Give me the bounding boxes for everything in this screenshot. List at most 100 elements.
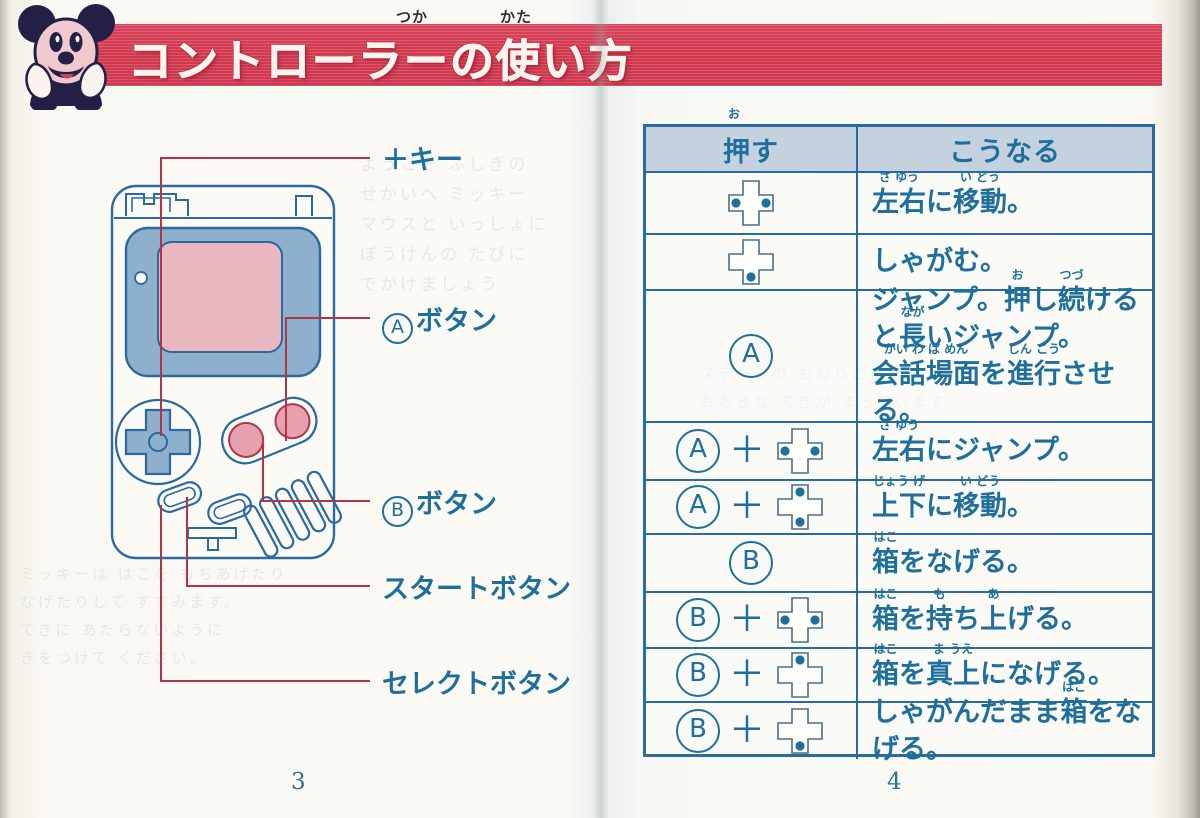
furigana: なが — [900, 304, 925, 319]
leader-line-dpad-horizontal — [160, 157, 370, 159]
result-line: しゃがんだままはこ箱をなげる。 — [872, 679, 1152, 769]
title-furigana-tsuka: つか — [396, 8, 429, 26]
result-line: じょう げ上下にい どう移動。 — [872, 474, 1034, 525]
ruby-group: い どう移動 — [953, 474, 1007, 523]
table-row: B＋ しゃがんだままはこ箱をなげる。 — [646, 680, 1152, 765]
a-button-icon: A — [675, 485, 720, 529]
game-boy-illustration — [96, 180, 366, 570]
dpad-icon — [777, 708, 823, 754]
plain-text: し — [1031, 284, 1059, 316]
bleed-through-text-center: ミッキーは はこを もちあげたりなげたりして すすみます。てきに あたらないよう… — [20, 565, 288, 667]
table-cell-input — [646, 235, 858, 289]
plain-text: を — [899, 659, 926, 691]
table-header-row: 押す こうなる — [646, 127, 1152, 173]
b-button-icon: B — [675, 598, 720, 642]
result-text: はこ箱をなげる。 — [872, 530, 1034, 581]
result-text: しゃがんだままはこ箱をなげる。 — [872, 679, 1152, 769]
plain-text: させる。 — [872, 359, 1115, 428]
plain-text: になげる。 — [980, 659, 1115, 691]
table-cell-input: B＋ — [646, 593, 858, 647]
table-cell-input: A＋ — [646, 423, 858, 479]
page-number-left: 3 — [291, 769, 306, 795]
plain-text: をなげる。 — [899, 547, 1034, 579]
plain-text: をなげる。 — [872, 696, 1142, 765]
ruby-group: い どう移動 — [953, 170, 1007, 219]
result-line: はこ箱をも持ちあ上げる。 — [872, 587, 1088, 638]
result-text: はこ箱をま うえ真上になげる。 — [872, 642, 1115, 693]
table-cell-input: B — [646, 535, 858, 591]
callout-b-label: ボタン — [416, 489, 497, 520]
plain-text: にジャンプ。 — [926, 435, 1086, 467]
table-cell-result: しゃがんだままはこ箱をなげる。 — [858, 680, 1152, 765]
furigana: はこ — [873, 587, 898, 602]
plain-text: 。 — [1007, 491, 1034, 523]
table-cell-input: B＋ — [646, 703, 858, 759]
plus-sign: ＋ — [728, 654, 765, 695]
callout-a-label: ボタン — [416, 306, 497, 337]
callout-select-label: セレクトボタン — [382, 669, 571, 700]
result-line: ジャンプ。お押しつづ続ける — [872, 267, 1152, 319]
result-line: かい わ ば めん会話場面をしん こう進行させる。 — [872, 342, 1152, 431]
plus-sign: ＋ — [728, 486, 765, 527]
furigana: お — [1011, 267, 1024, 282]
table-cell-result: はこ箱をも持ちあ上げる。 — [858, 587, 1152, 647]
furigana: しん こう — [1007, 342, 1061, 356]
mickey-mouse-icon — [14, 2, 118, 112]
ruby-group: かい わ ば めん会話場面 — [872, 342, 980, 390]
furigana: あ — [987, 587, 1000, 602]
table-row: A ジャンプ。お押しつづ続けるとなが長いジャンプ。かい わ ば めん会話場面をし… — [646, 268, 1152, 427]
furigana: はこ — [873, 642, 898, 657]
table-row: A＋ さ ゆう左右にジャンプ。 — [646, 418, 1152, 481]
result-text: じょう げ上下にい どう移動。 — [872, 474, 1034, 525]
callout-start-label: スタートボタン — [382, 574, 571, 605]
plain-text: を — [980, 359, 1007, 390]
result-text: ジャンプ。お押しつづ続けるとなが長いジャンプ。かい わ ば めん会話場面をしん … — [872, 267, 1152, 431]
ruby-group: しん こう進行 — [1007, 342, 1061, 390]
result-line: さ ゆう左右にい どう移動。 — [872, 170, 1034, 221]
furigana: はこ — [1061, 679, 1086, 694]
ruby-group: はこ箱 — [872, 587, 899, 636]
table-cell-result: しゃがむ。 — [858, 235, 1152, 289]
dpad-icon — [777, 597, 823, 643]
table-cell-result: さ ゆう左右にい どう移動。 — [858, 170, 1152, 233]
b-button-glyph: B — [382, 496, 413, 527]
ruby-group: さ ゆう左右 — [872, 418, 926, 467]
plain-text: 。 — [1007, 187, 1034, 219]
table-row: B＋ はこ箱をま うえ真上になげる。 — [646, 642, 1152, 703]
table-cell-result: はこ箱をなげる。 — [858, 530, 1152, 591]
furigana: つづ — [1059, 267, 1084, 282]
plain-text: と — [872, 321, 899, 353]
plain-text: ち — [953, 604, 980, 636]
plain-text: を — [899, 604, 926, 636]
ruby-group: ま うえ真上 — [926, 642, 980, 691]
table-cell-input: A — [646, 291, 858, 421]
furigana: ま うえ — [932, 642, 974, 657]
plain-text: ける — [1085, 284, 1140, 316]
furigana: い どう — [959, 474, 1001, 489]
b-button-icon: B — [675, 709, 720, 753]
result-line: となが長いジャンプ。 — [872, 305, 1152, 356]
result-line: はこ箱をなげる。 — [872, 530, 1034, 581]
callout-select-button: セレクトボタン — [382, 662, 571, 701]
leader-line-dpad-vertical — [160, 158, 162, 436]
table-header-result-label: こうなる — [949, 136, 1061, 168]
leader-line-b-horizontal — [262, 500, 370, 502]
table-cell-result: じょう げ上下にい どう移動。 — [858, 474, 1152, 533]
plain-text: ジャンプ。 — [872, 284, 1005, 316]
dpad-icon — [777, 484, 823, 530]
furigana: はこ — [873, 530, 898, 545]
callout-start-button: スタートボタン — [382, 567, 571, 606]
result-text: はこ箱をも持ちあ上げる。 — [872, 587, 1088, 638]
table-cell-input — [646, 173, 858, 233]
plain-text: いジャンプ。 — [926, 321, 1086, 353]
ruby-group: はこ箱 — [1060, 679, 1088, 728]
leader-line-a-horizontal — [285, 317, 370, 319]
ruby-group: つづ続 — [1058, 267, 1086, 316]
dpad-icon — [728, 180, 774, 226]
ruby-group: あ上 — [980, 587, 1007, 636]
callout-dpad: ＋キー — [382, 138, 463, 177]
result-text: さ ゆう左右にジャンプ。 — [872, 418, 1086, 469]
table-header-furigana-osu: お — [728, 107, 742, 121]
ruby-group: さ ゆう左右 — [872, 170, 926, 219]
